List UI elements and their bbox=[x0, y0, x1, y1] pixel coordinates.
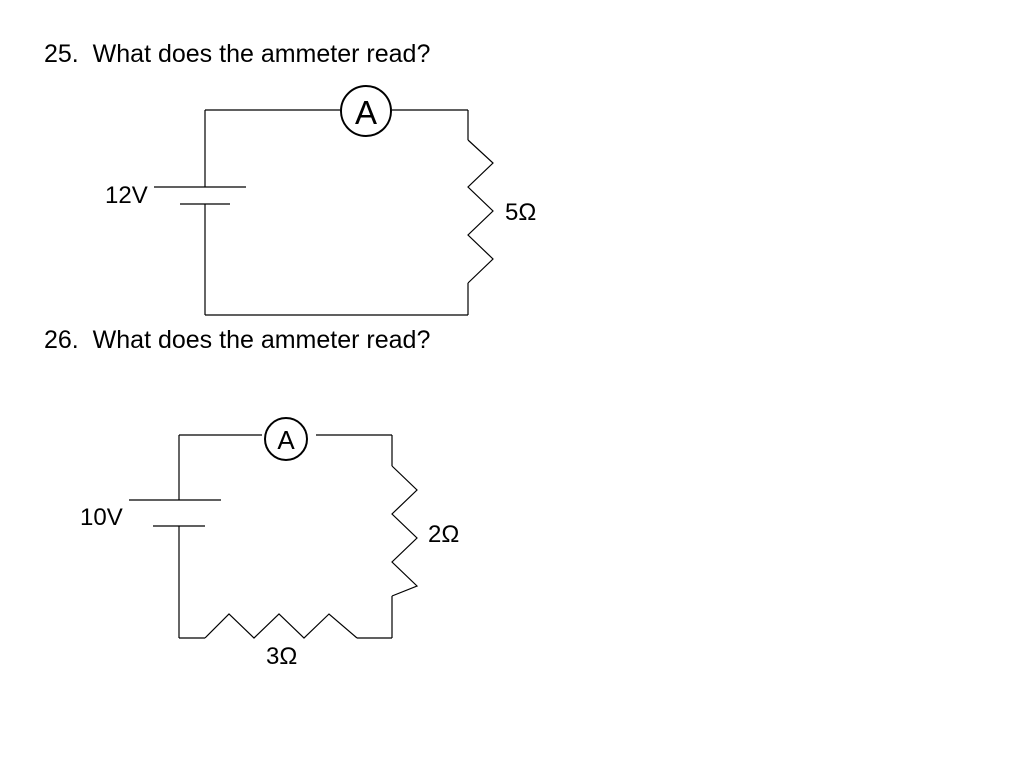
ammeter-circle bbox=[340, 85, 392, 137]
resistor-2-ohm bbox=[391, 465, 419, 597]
question-26-heading: 26. What does the ammeter read? bbox=[44, 325, 430, 355]
question-prompt: What does the ammeter read? bbox=[92, 40, 431, 68]
battery-voltage-label: 12V bbox=[105, 182, 148, 209]
circuit-25: A 12V 5Ω bbox=[105, 85, 536, 316]
battery-voltage-label: 10V bbox=[80, 504, 123, 531]
ammeter-label: A bbox=[277, 425, 295, 455]
resistor-5-ohm bbox=[467, 139, 494, 284]
ammeter-circle bbox=[264, 417, 308, 461]
question-25-heading: 25. What does the ammeter read? bbox=[44, 39, 430, 69]
resistor-3-ohm bbox=[204, 613, 358, 639]
question-prompt: What does the ammeter read? bbox=[92, 326, 431, 354]
circuit-26: A 10V 2Ω 3Ω bbox=[80, 417, 459, 670]
resistor-label: 2Ω bbox=[428, 521, 459, 548]
ammeter-label: A bbox=[355, 94, 377, 131]
resistor-label: 5Ω bbox=[505, 199, 536, 226]
question-number: 26. bbox=[44, 326, 79, 354]
resistor-label: 3Ω bbox=[266, 643, 297, 670]
question-number: 25. bbox=[44, 40, 79, 68]
